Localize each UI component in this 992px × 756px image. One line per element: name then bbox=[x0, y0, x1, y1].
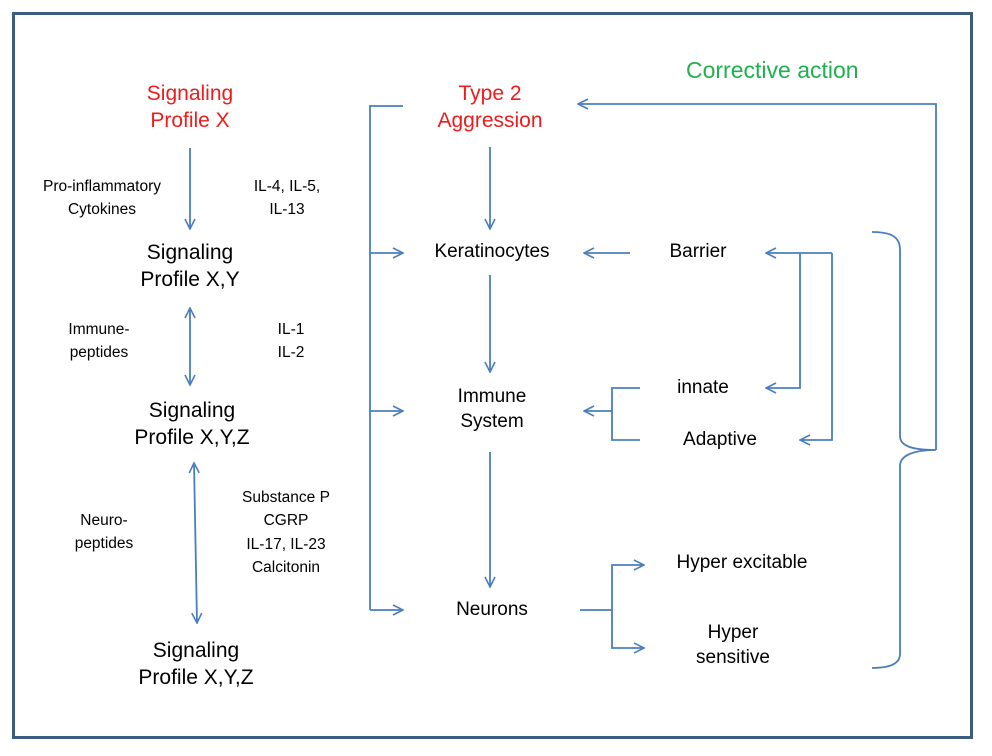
adaptive-node: Adaptive bbox=[683, 429, 757, 450]
barrier-node: Barrier bbox=[669, 241, 727, 262]
corrective-action-label: Corrective action bbox=[686, 57, 859, 83]
il4-il5-il13-label: IL-4, IL-5,IL-13 bbox=[253, 178, 321, 219]
diagram-frame bbox=[12, 12, 973, 739]
arrow-xyz-xyz bbox=[194, 463, 197, 623]
immune-peptides-label: Immune-peptides bbox=[68, 321, 130, 362]
connector-barrier-adaptive bbox=[800, 253, 833, 440]
keratinocytes-node: Keratinocytes bbox=[434, 241, 550, 262]
innate-node: innate bbox=[677, 377, 729, 398]
bracket-innate-adaptive bbox=[611, 387, 640, 441]
connector-barrier-innate bbox=[766, 253, 801, 388]
arrow-to-hyper-excitable bbox=[611, 565, 644, 610]
hyper-excitable-node: Hyper excitable bbox=[676, 552, 808, 573]
neuro-peptides-label: Neuro-peptides bbox=[74, 512, 134, 553]
arrow-to-hyper-sensitive bbox=[611, 610, 644, 648]
left-bracket bbox=[369, 105, 403, 610]
right-curly-brace bbox=[871, 231, 937, 669]
neurons-node: Neurons bbox=[456, 599, 528, 620]
corrective-action-arrow bbox=[578, 104, 937, 450]
